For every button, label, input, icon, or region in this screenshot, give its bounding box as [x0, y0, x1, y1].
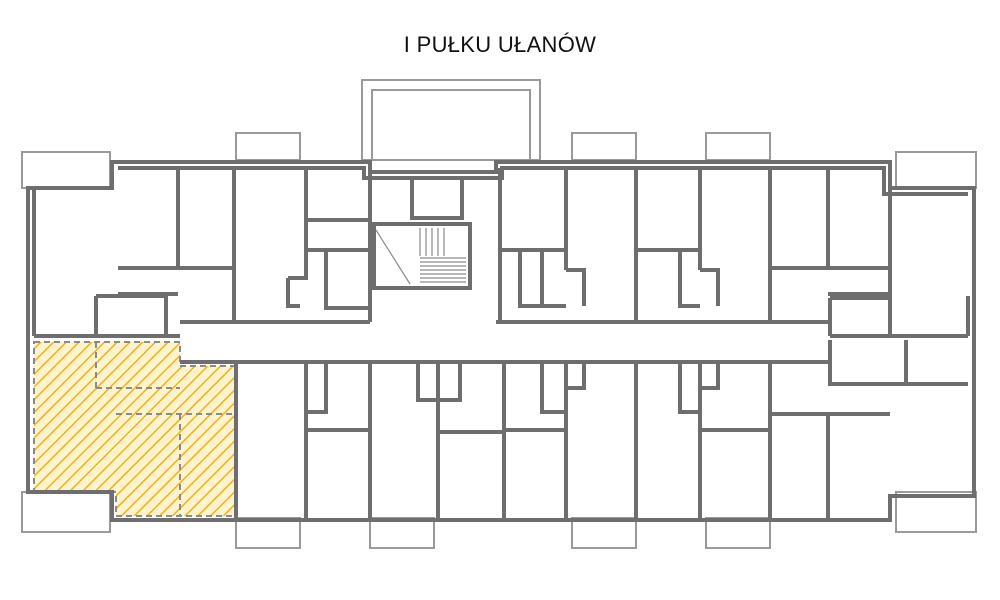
- partitions-bottom-horizontal: [306, 362, 890, 434]
- bathrooms-top: [286, 250, 720, 310]
- balcony-right-bottom: [895, 491, 977, 533]
- street-label: I PUŁKU UŁANÓW: [403, 32, 597, 57]
- stairwell-walls: [372, 178, 472, 290]
- balcony-bottom-2: [369, 517, 435, 549]
- exterior-wall-inner: [118, 166, 968, 196]
- right-unit-walls: [828, 296, 970, 386]
- balcony-bottom-4: [705, 517, 771, 549]
- top-entrance-canopy-inner: [371, 89, 531, 161]
- balcony-left-bottom: [21, 491, 111, 533]
- partitions-bottom: [234, 362, 830, 520]
- exterior-wall: [26, 160, 976, 522]
- stair-treads: [419, 228, 466, 283]
- balcony-top-2: [571, 132, 637, 161]
- balcony-bottom-3: [571, 517, 637, 549]
- balcony-bottom-1: [235, 517, 301, 549]
- balcony-top-3: [705, 132, 771, 161]
- highlighted-unit-inner-walls: [95, 342, 236, 516]
- balconies: [21, 79, 977, 549]
- building-walls: [26, 160, 976, 522]
- balcony-top-1: [235, 132, 301, 161]
- partitions-top: [176, 168, 892, 322]
- stair-landing: [375, 229, 411, 285]
- left-unit-walls: [32, 188, 180, 338]
- balcony-left-top: [21, 151, 111, 189]
- stairs: [375, 228, 466, 285]
- highlighted-apartment[interactable]: [33, 341, 237, 517]
- balcony-right-top: [895, 151, 977, 189]
- highlighted-unit-shape: [33, 341, 237, 517]
